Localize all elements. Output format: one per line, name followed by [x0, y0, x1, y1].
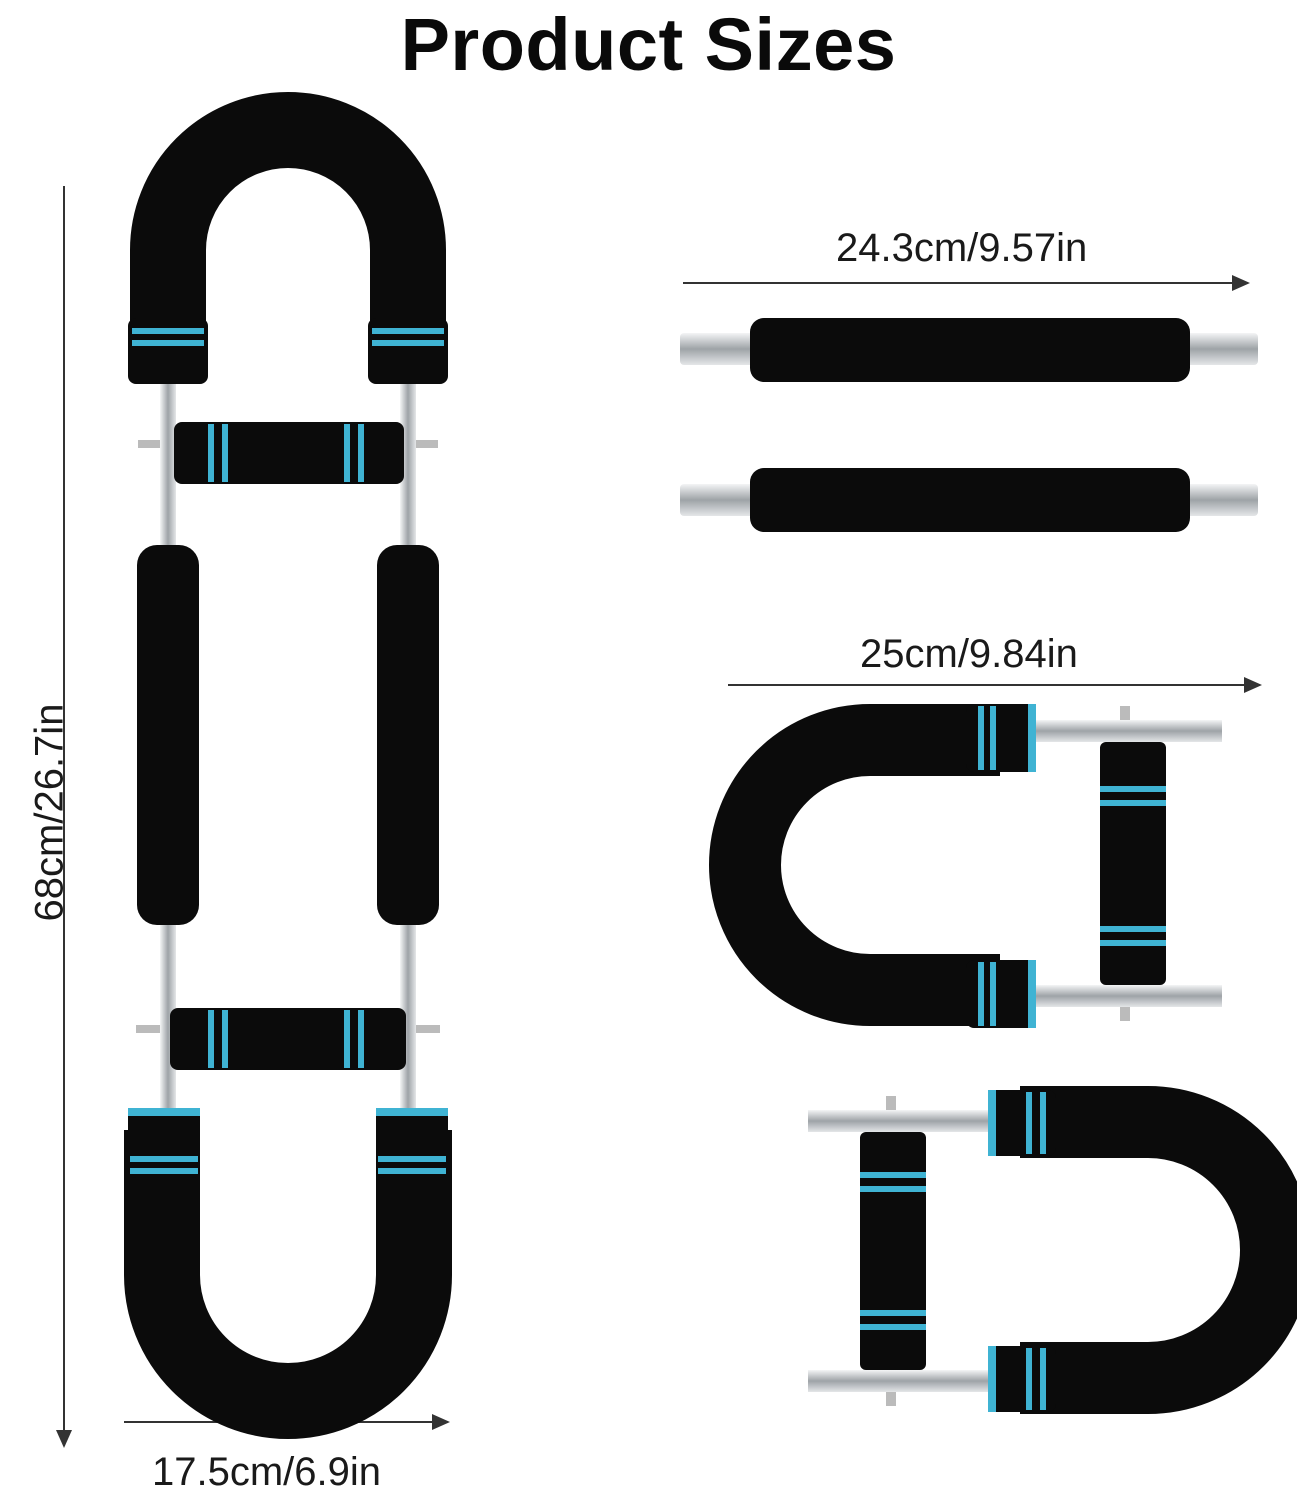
- foam-bar: [680, 468, 1258, 532]
- page-title: Product Sizes: [400, 3, 897, 86]
- total-width-label: 17.5cm/6.9in: [152, 1450, 382, 1494]
- bar-length-label: 24.3cm/9.57in: [836, 226, 1088, 270]
- foam-bar: [680, 318, 1258, 382]
- dimension-arrow-icon: [56, 186, 1262, 1448]
- wrist-exerciser-assembled: [124, 92, 452, 1439]
- u-handle: [709, 704, 1222, 1028]
- u-handle: [808, 1086, 1297, 1414]
- u-handle-length-label: 25cm/9.84in: [860, 632, 1078, 676]
